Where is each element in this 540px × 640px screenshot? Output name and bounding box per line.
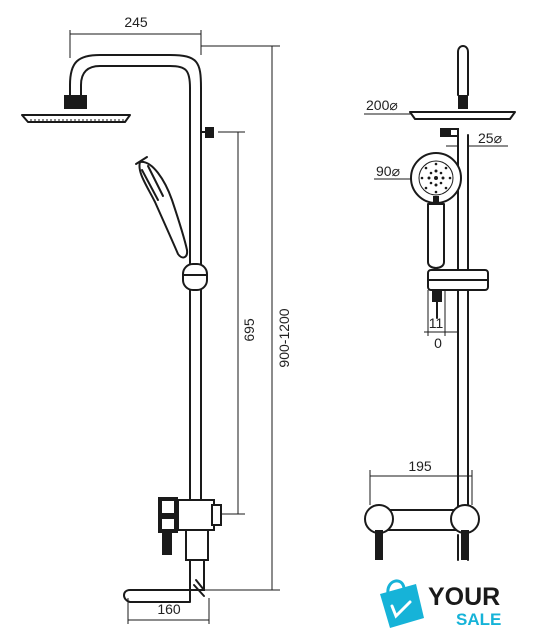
overhead-arm <box>69 54 202 96</box>
arm-width-label: 245 <box>124 14 148 30</box>
dimension-hand-diameter: 90⌀ <box>374 163 412 180</box>
dimension-head-diameter: 200⌀ <box>364 97 412 115</box>
rain-shower-head-front <box>409 111 516 120</box>
head-diameter-label: 200⌀ <box>366 97 398 113</box>
dimension-total-height: 900-1200 <box>201 45 292 591</box>
hand-shower-side <box>135 156 189 259</box>
brand-logo: YOUR SALE <box>380 579 501 629</box>
mixer-valve-front <box>364 504 480 560</box>
front-top-pipe <box>457 45 469 109</box>
logo-word-top: YOUR <box>428 583 500 611</box>
dimension-arm-width: 245 <box>69 14 202 58</box>
spout-width-label: 160 <box>157 601 181 617</box>
bar-height-label: 695 <box>241 318 257 342</box>
mixer-valve-side <box>123 497 222 603</box>
dimension-mixer-width: 195 <box>369 458 473 505</box>
shopping-bag-icon <box>380 579 424 628</box>
pipe-diameter-label: 25⌀ <box>478 130 502 146</box>
riser-pipe <box>189 87 202 501</box>
offset-top-label: 11 <box>429 315 444 331</box>
dimension-bar-height: 695 <box>218 131 257 515</box>
dimension-offset: 11 0 <box>424 290 458 351</box>
front-riser-pipe <box>457 134 469 561</box>
bracket <box>200 127 214 138</box>
front-view: 200⌀ 25⌀ 90⌀ 11 0 <box>364 45 516 561</box>
dimension-pipe-diameter: 25⌀ <box>446 130 508 147</box>
slider-holder-front <box>427 269 489 319</box>
hand-shower-front <box>410 152 462 269</box>
offset-bottom-label: 0 <box>434 335 442 351</box>
hand-diameter-label: 90⌀ <box>376 163 400 179</box>
mixer-width-label: 195 <box>408 458 432 474</box>
spray-nozzles <box>420 162 452 194</box>
dimension-spout-width: 160 <box>127 598 210 624</box>
slider-knob <box>182 263 208 291</box>
total-height-label: 900-1200 <box>276 308 292 367</box>
side-view: 245 695 900-1200 160 <box>21 14 292 624</box>
logo-word-bottom: SALE <box>456 610 501 629</box>
rain-shower-head-side <box>21 95 131 123</box>
front-bracket <box>440 128 459 137</box>
